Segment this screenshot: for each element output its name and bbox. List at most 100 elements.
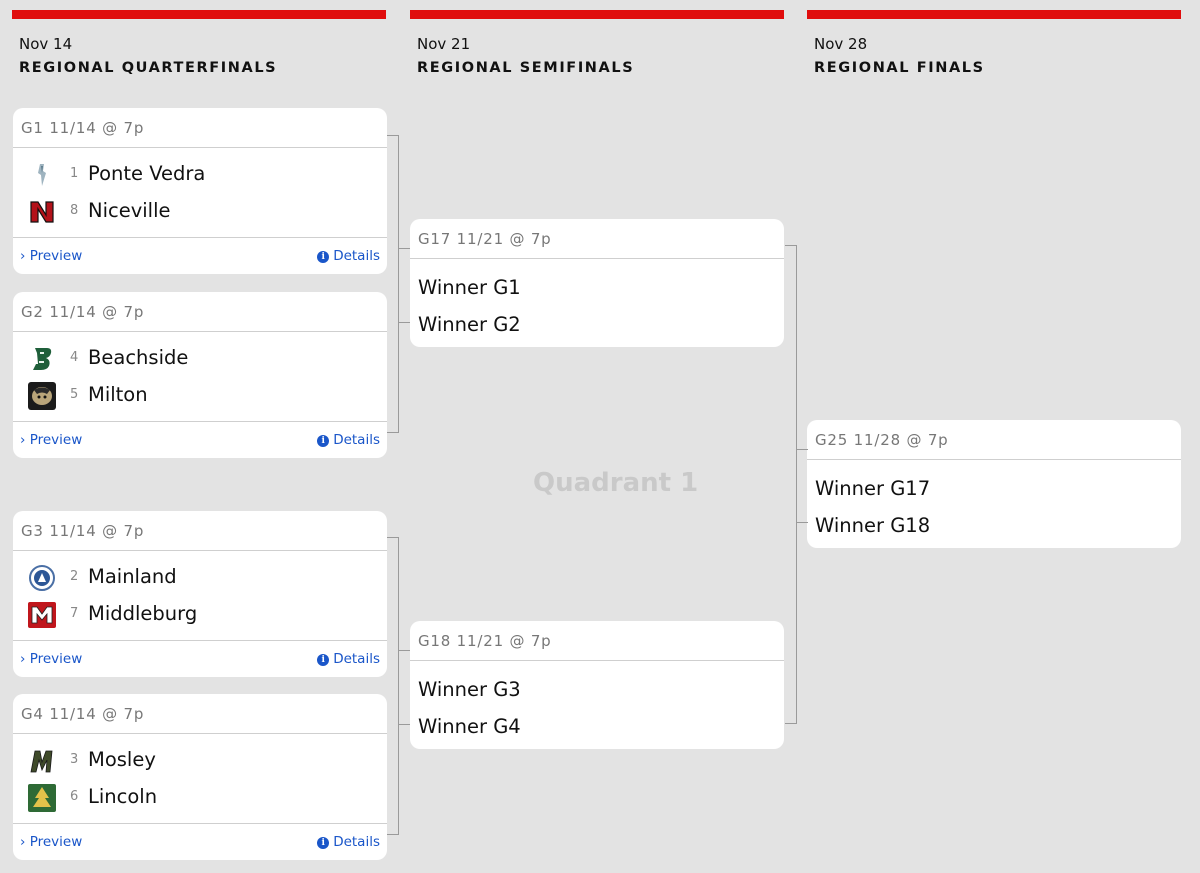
preview-link[interactable]: › Preview bbox=[20, 651, 82, 667]
team-row[interactable]: Winner G4 bbox=[410, 709, 784, 746]
team-row[interactable]: 1 Ponte Vedra bbox=[13, 156, 387, 193]
team-row[interactable]: 8 Niceville bbox=[13, 193, 387, 230]
team-seed: 1 bbox=[70, 166, 79, 181]
details-label: Details bbox=[333, 248, 380, 264]
team-seed: 6 bbox=[70, 789, 79, 804]
preview-link[interactable]: › Preview bbox=[20, 834, 82, 850]
team-row[interactable]: Winner G3 bbox=[410, 672, 784, 709]
team-name: Ponte Vedra bbox=[88, 162, 206, 185]
preview-link[interactable]: › Preview bbox=[20, 248, 82, 264]
team-row[interactable]: 4 Beachside bbox=[13, 340, 387, 377]
team-seed: 8 bbox=[70, 203, 79, 218]
game-header: G17 11/21 @ 7p bbox=[410, 219, 784, 259]
preview-label: Preview bbox=[29, 432, 83, 448]
lincoln-logo bbox=[28, 784, 56, 812]
team-seed: 2 bbox=[70, 569, 79, 584]
team-row[interactable]: Winner G18 bbox=[807, 508, 1181, 545]
round-accent-bar bbox=[12, 10, 386, 19]
details-label: Details bbox=[333, 834, 380, 850]
team-seed: 5 bbox=[70, 387, 79, 402]
mainland-logo bbox=[29, 565, 55, 591]
details-label: Details bbox=[333, 432, 380, 448]
bracket-connector-stub bbox=[399, 248, 410, 249]
team-name: Milton bbox=[88, 383, 148, 406]
team-name: Middleburg bbox=[88, 602, 198, 625]
team-row[interactable]: 7 Middleburg bbox=[13, 596, 387, 633]
chevron-right-icon: › bbox=[20, 834, 26, 850]
round-date: Nov 14 bbox=[19, 35, 73, 53]
round-title: REGIONAL QUARTERFINALS bbox=[19, 60, 278, 76]
game-card-g2[interactable]: G2 11/14 @ 7p 4 Beachside 5 Milton › Pre… bbox=[13, 292, 387, 458]
round-accent-bar bbox=[807, 10, 1181, 19]
bracket-connector-stub bbox=[399, 322, 410, 323]
chevron-right-icon: › bbox=[20, 248, 26, 264]
team-row[interactable]: 5 Milton bbox=[13, 377, 387, 414]
round-accent-bar bbox=[410, 10, 784, 19]
game-header: G3 11/14 @ 7p bbox=[13, 511, 387, 551]
details-label: Details bbox=[333, 651, 380, 667]
round-title: REGIONAL SEMIFINALS bbox=[417, 60, 635, 76]
game-header: G25 11/28 @ 7p bbox=[807, 420, 1181, 460]
bracket-connector bbox=[387, 135, 399, 433]
team-row[interactable]: 2 Mainland bbox=[13, 559, 387, 596]
bracket-connector bbox=[387, 537, 399, 835]
middleburg-logo bbox=[28, 602, 56, 628]
bracket-connector-stub bbox=[797, 522, 808, 523]
preview-label: Preview bbox=[29, 834, 83, 850]
preview-label: Preview bbox=[29, 651, 83, 667]
game-card-g3[interactable]: G3 11/14 @ 7p 2 Mainland 7 Middleburg › … bbox=[13, 511, 387, 677]
team-name: Winner G17 bbox=[815, 477, 931, 500]
bracket-connector bbox=[785, 245, 797, 724]
round-header-quarterfinals: Nov 14 REGIONAL QUARTERFINALS bbox=[12, 10, 386, 76]
team-seed: 4 bbox=[70, 350, 79, 365]
round-header-semifinals: Nov 21 REGIONAL SEMIFINALS bbox=[410, 10, 784, 76]
info-icon: i bbox=[317, 837, 330, 849]
team-name: Niceville bbox=[88, 199, 171, 222]
round-date: Nov 21 bbox=[417, 35, 471, 53]
ponte-vedra-logo bbox=[38, 164, 46, 186]
team-name: Winner G18 bbox=[815, 514, 931, 537]
team-row[interactable]: Winner G1 bbox=[410, 270, 784, 307]
team-seed: 7 bbox=[70, 606, 79, 621]
bracket-connector-stub bbox=[797, 449, 808, 450]
game-card-g25[interactable]: G25 11/28 @ 7p Winner G17 Winner G18 bbox=[807, 420, 1181, 548]
team-row[interactable]: Winner G17 bbox=[807, 471, 1181, 508]
game-header: G1 11/14 @ 7p bbox=[13, 108, 387, 148]
round-title: REGIONAL FINALS bbox=[814, 60, 985, 76]
niceville-logo bbox=[30, 201, 54, 223]
team-row[interactable]: 3 Mosley bbox=[13, 742, 387, 779]
team-name: Mosley bbox=[88, 748, 156, 771]
team-name: Beachside bbox=[88, 346, 189, 369]
bracket-connector-stub bbox=[399, 724, 410, 725]
team-seed: 3 bbox=[70, 752, 79, 767]
bracket-connector-stub bbox=[399, 650, 410, 651]
beachside-logo bbox=[33, 348, 52, 370]
preview-label: Preview bbox=[29, 248, 83, 264]
game-card-g4[interactable]: G4 11/14 @ 7p 3 Mosley 6 Lincoln › Previ… bbox=[13, 694, 387, 860]
game-header: G4 11/14 @ 7p bbox=[13, 694, 387, 734]
team-name: Mainland bbox=[88, 565, 177, 588]
team-name: Winner G4 bbox=[418, 715, 521, 738]
round-date: Nov 28 bbox=[814, 35, 868, 53]
game-card-g17[interactable]: G17 11/21 @ 7p Winner G1 Winner G2 bbox=[410, 219, 784, 347]
quadrant-label: Quadrant 1 bbox=[533, 468, 699, 498]
game-card-g18[interactable]: G18 11/21 @ 7p Winner G3 Winner G4 bbox=[410, 621, 784, 749]
team-name: Lincoln bbox=[88, 785, 158, 808]
milton-logo bbox=[28, 382, 56, 410]
round-header-finals: Nov 28 REGIONAL FINALS bbox=[807, 10, 1181, 76]
info-icon: i bbox=[317, 654, 330, 666]
game-card-g1[interactable]: G1 11/14 @ 7p 1 Ponte Vedra 8 Niceville … bbox=[13, 108, 387, 274]
team-row[interactable]: 6 Lincoln bbox=[13, 779, 387, 816]
game-header: G18 11/21 @ 7p bbox=[410, 621, 784, 661]
team-name: Winner G1 bbox=[418, 276, 521, 299]
info-icon: i bbox=[317, 435, 330, 447]
team-row[interactable]: Winner G2 bbox=[410, 307, 784, 344]
team-name: Winner G3 bbox=[418, 678, 521, 701]
team-name: Winner G2 bbox=[418, 313, 521, 336]
preview-link[interactable]: › Preview bbox=[20, 432, 82, 448]
chevron-right-icon: › bbox=[20, 432, 26, 448]
